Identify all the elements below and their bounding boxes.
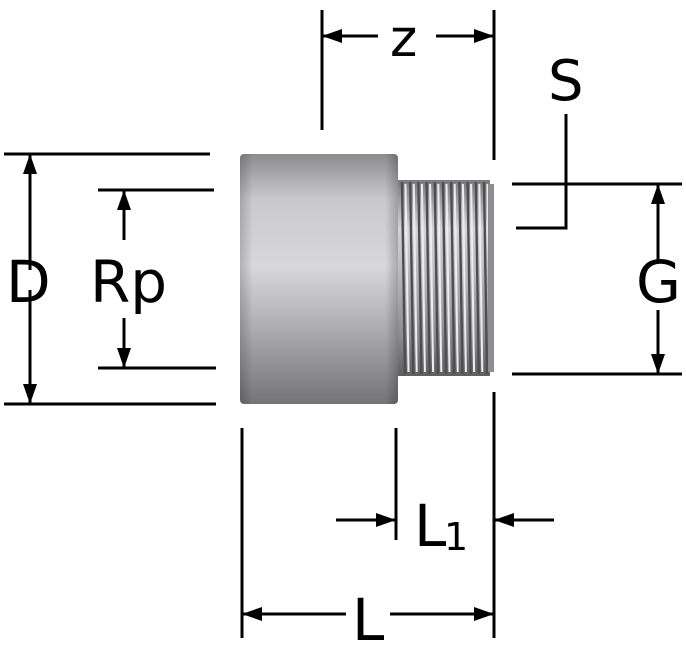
thread-ridge-highlight xyxy=(461,183,467,373)
label-Rp: Rp xyxy=(90,248,167,316)
thread-ridge-highlight xyxy=(478,183,484,373)
label-L1-main: L xyxy=(414,492,446,560)
label-D: D xyxy=(6,248,51,316)
thread-ridge-shadow xyxy=(458,181,464,375)
thread-ridge-highlight xyxy=(437,183,443,373)
thread-ridge-shadow xyxy=(417,181,423,375)
thread-ridge-shadow xyxy=(409,181,415,375)
label-S: S xyxy=(548,49,584,114)
label-G: G xyxy=(636,248,681,316)
thread-ridge-highlight xyxy=(412,183,418,373)
threaded-end xyxy=(398,180,494,376)
label-z: z xyxy=(390,9,417,69)
thread-ridge-shadow xyxy=(433,181,439,375)
label-L1-subscript: 1 xyxy=(444,515,468,559)
thread-ridge-highlight xyxy=(420,183,426,373)
thread-ridge-shadow xyxy=(441,181,448,375)
thread-ridge-highlight xyxy=(429,183,435,373)
dimension-arrows xyxy=(23,29,665,621)
thread-ridge-shadow xyxy=(400,181,407,375)
thread-ridge-shadow xyxy=(450,181,456,375)
fitting-body xyxy=(240,154,398,404)
thread-ridge-shadow xyxy=(482,181,489,375)
thread-ridge-highlight xyxy=(445,183,451,373)
thread-ridge-shadow xyxy=(474,181,480,375)
dimension-labels: D Rp G z S L 1 L xyxy=(6,9,681,654)
thread-ridge-highlight xyxy=(404,183,410,373)
thread-ridge-highlight xyxy=(453,183,459,373)
thread-ridge-shadow xyxy=(425,181,431,375)
thread-ridge-shadow xyxy=(466,181,472,375)
label-L: L xyxy=(352,586,384,654)
thread-ridges xyxy=(400,181,492,375)
thread-ridge-highlight xyxy=(470,183,476,373)
